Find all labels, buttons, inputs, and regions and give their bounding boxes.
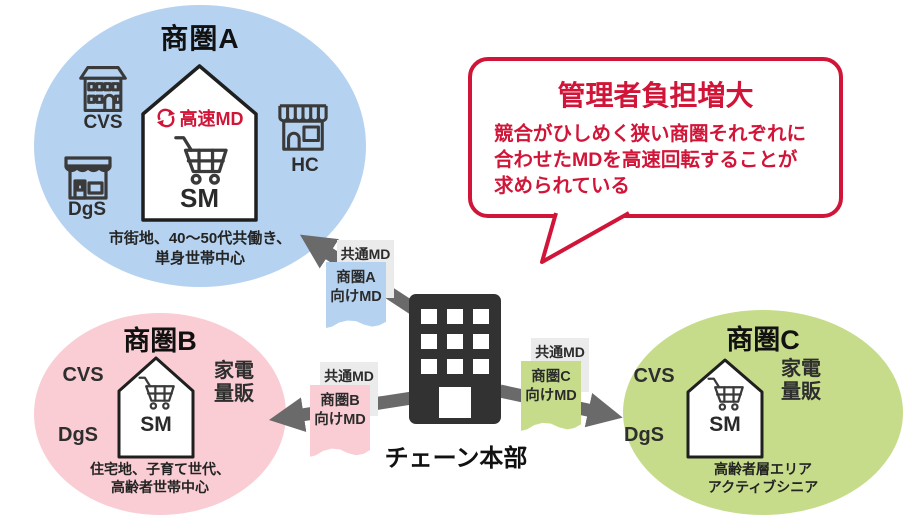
cvs-label-b: CVS xyxy=(62,364,104,386)
bubble-body-line3: 求められている xyxy=(494,175,630,197)
trade-area-a-description: 市街地、40〜50代共働き、 単身世帯中心 xyxy=(34,229,366,269)
cvs-store-icon xyxy=(79,66,127,112)
kaden-label-c-line1: 家電 xyxy=(781,358,821,380)
bubble-title: 管理者負担増大 xyxy=(557,80,754,111)
area-c-md-card: 商圏C 向けMD xyxy=(521,361,581,431)
sm-store-a: 高速MD SM xyxy=(141,64,258,222)
trade-area-a-desc-line2: 単身世帯中心 xyxy=(154,250,245,267)
bubble-body-line1: 競合がひしめく狭い商圏それぞれに xyxy=(494,123,807,145)
area-a-md-line1: 商圏A xyxy=(336,270,376,286)
area-b-md-line1: 商圏B xyxy=(320,393,360,409)
trade-area-c-desc-line1: 高齢者層エリア xyxy=(714,461,812,477)
fast-md-badge: 高速MD xyxy=(141,105,258,131)
dgs-label-a: DgS xyxy=(68,199,106,220)
bubble-body-line2: 合わせたMDを高速回転することが xyxy=(494,149,798,171)
dgs-label-c: DgS xyxy=(624,424,664,446)
burden-callout-bubble: 管理者負担増大 競合がひしめく狭い商圏それぞれに 合わせたMDを高速回転すること… xyxy=(468,57,843,218)
trade-area-c-description: 高齢者層エリア アクティブシニア xyxy=(623,460,903,496)
kaden-label-b-line2: 量販 xyxy=(214,383,254,405)
common-md-label-a: 共通MD xyxy=(340,246,391,262)
hc-store-icon xyxy=(278,104,328,151)
trade-area-b-desc-line2: 高齢者世帯中心 xyxy=(111,479,209,495)
sm-store-b: SM xyxy=(117,356,195,459)
area-c-md-line2: 向けMD xyxy=(525,388,577,404)
area-a-md-card: 商圏A 向けMD xyxy=(326,262,386,328)
sm-label-c: SM xyxy=(709,413,741,436)
sm-label-b: SM xyxy=(140,413,172,436)
cvs-label-c: CVS xyxy=(633,365,675,387)
kaden-label-c: 家電 量販 xyxy=(770,358,832,404)
trade-area-c-title: 商圏C xyxy=(726,325,800,355)
trade-area-c-desc-line2: アクティブシニア xyxy=(707,479,819,495)
kaden-label-c-line2: 量販 xyxy=(781,381,821,403)
kaden-label-b-line1: 家電 xyxy=(214,360,254,382)
common-md-label-c: 共通MD xyxy=(535,344,585,360)
dgs-label-b: DgS xyxy=(58,424,98,446)
hc-label-a: HC xyxy=(291,155,319,176)
area-a-md-line2: 向けMD xyxy=(330,289,382,305)
trade-area-b-desc-line1: 住宅地、子育て世代、 xyxy=(90,461,230,477)
fast-md-label: 高速MD xyxy=(179,109,244,129)
refresh-cycle-icon xyxy=(156,108,175,128)
trade-area-b-title: 商圏B xyxy=(123,326,197,356)
shopping-cart-icon xyxy=(138,376,175,410)
trade-area-a-desc-line1: 市街地、40〜50代共働き、 xyxy=(108,230,292,247)
trade-area-b-description: 住宅地、子育て世代、 高齢者世帯中心 xyxy=(34,460,286,496)
kaden-label-b: 家電 量販 xyxy=(203,360,265,406)
dgs-store-icon xyxy=(64,156,112,200)
area-b-md-line2: 向けMD xyxy=(314,412,366,428)
cvs-label-a: CVS xyxy=(83,112,123,133)
shopping-cart-icon xyxy=(707,377,744,411)
headquarters-label: チェーン本部 xyxy=(384,445,528,472)
house-outline-a xyxy=(141,64,258,222)
bubble-body: 競合がひしめく狭い商圏それぞれに 合わせたMDを高速回転することが 求められてい… xyxy=(494,121,839,199)
shopping-cart-icon xyxy=(173,136,228,185)
common-md-label-b: 共通MD xyxy=(324,368,374,384)
sm-label-a: SM xyxy=(180,183,219,213)
sm-store-c: SM xyxy=(686,358,764,459)
trade-area-a-title: 商圏A xyxy=(160,23,240,54)
area-c-md-line1: 商圏C xyxy=(531,369,571,385)
headquarters-building-icon xyxy=(409,294,501,424)
